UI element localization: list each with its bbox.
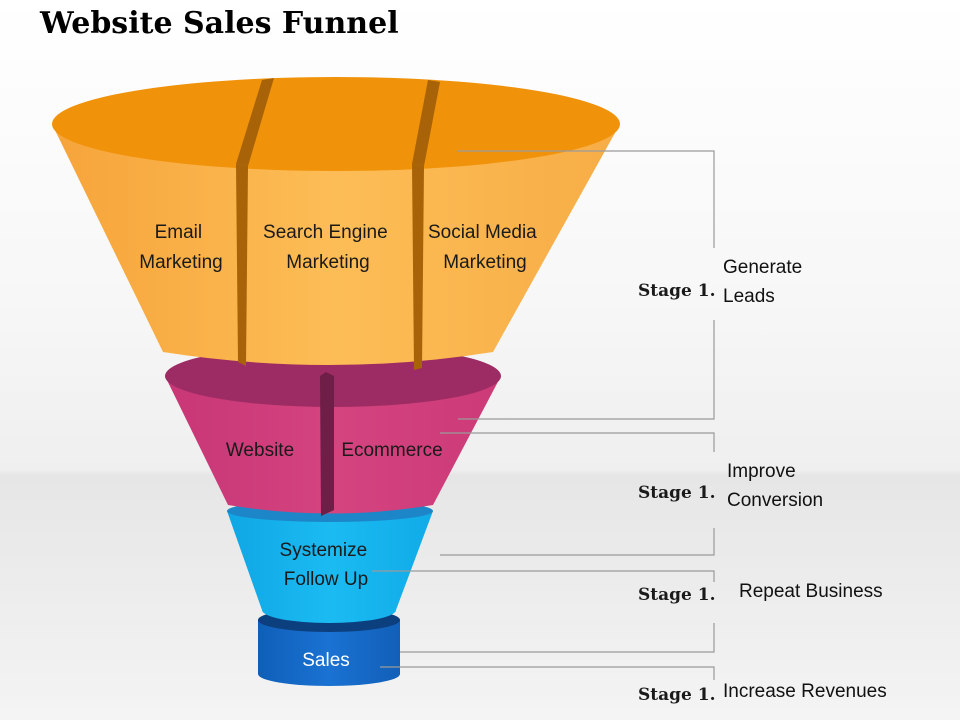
stage-2-annotation: Stage 1. Improve Conversion xyxy=(440,432,823,556)
level1-segment-social-media: Social Media Marketing xyxy=(428,222,542,273)
stage-1-bracket xyxy=(457,150,715,420)
funnel-level-leads: Email Marketing Search Engine Marketing … xyxy=(52,77,620,370)
stage-3-label: Stage 1. xyxy=(638,585,716,605)
funnel-level-conversion: Website Ecommerce xyxy=(165,345,501,516)
stage-2-label: Stage 1. xyxy=(638,483,716,503)
stage-4-bracket xyxy=(380,666,715,680)
stage-3-annotation: Stage 1. Repeat Business xyxy=(372,570,883,653)
stage-4-description: Increase Revenues xyxy=(723,681,887,702)
level2-segment-ecommerce: Ecommerce xyxy=(341,440,442,461)
level3-label: Systemize Follow Up xyxy=(280,540,373,590)
page-title: Website Sales Funnel xyxy=(40,6,399,41)
funnel-level-follow-up: Systemize Follow Up xyxy=(227,500,433,623)
stage-1-description: Generate Leads xyxy=(723,257,808,307)
stage-4-annotation: Stage 1. Increase Revenues xyxy=(380,666,887,705)
stage-1-annotation: Stage 1. Generate Leads xyxy=(457,150,808,420)
level4-label: Sales xyxy=(302,650,350,671)
stage-4-label: Stage 1. xyxy=(638,685,716,705)
stage-3-description: Repeat Business xyxy=(739,581,883,602)
level1-segment-search-engine: Search Engine Marketing xyxy=(263,222,393,273)
stage-2-description: Improve Conversion xyxy=(727,461,823,511)
stage-2-bracket xyxy=(440,432,715,556)
stage-3-bracket xyxy=(372,570,715,653)
level2-segment-website: Website xyxy=(226,440,294,461)
stage-1-label: Stage 1. xyxy=(638,281,716,301)
level1-segment-email: Email Marketing xyxy=(139,222,222,273)
